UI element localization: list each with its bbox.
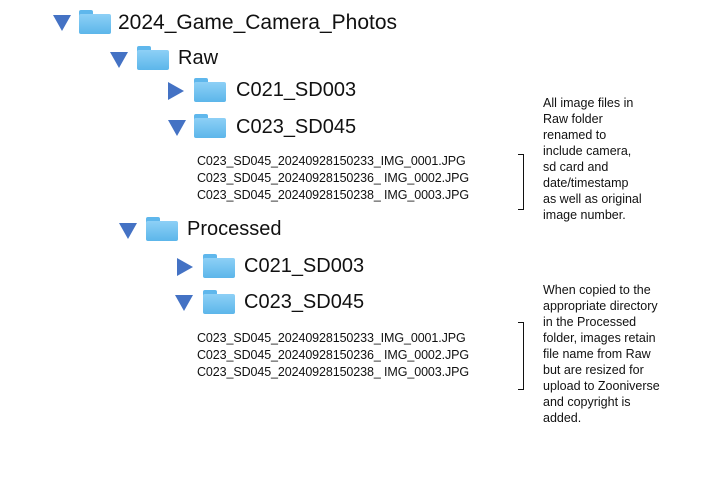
processed-note-text: When copied to the appropriate directory… (543, 283, 660, 425)
folder-icon (194, 78, 226, 102)
file-item[interactable]: C023_SD045_20240928150238_ IMG_0003.JPG (197, 365, 470, 379)
folder-icon (137, 46, 169, 70)
file-item[interactable]: C023_SD045_20240928150236_ IMG_0002.JPG (197, 348, 470, 362)
raw-folder-label[interactable]: Raw (178, 47, 219, 69)
file-item[interactable]: C023_SD045_20240928150238_ IMG_0003.JPG (197, 188, 470, 202)
collapsed-triangle-icon[interactable] (177, 258, 193, 276)
file-item[interactable]: C023_SD045_20240928150233_IMG_0001.JPG (197, 331, 466, 345)
folder-icon (79, 10, 111, 34)
raw-note-text: All image files in Raw folder renamed to… (543, 96, 642, 222)
expanded-triangle-icon[interactable] (168, 120, 186, 136)
expanded-triangle-icon[interactable] (175, 295, 193, 311)
processed-subfolder-c021-label[interactable]: C021_SD003 (244, 255, 365, 277)
folder-icon (194, 114, 226, 138)
root-folder-label[interactable]: 2024_Game_Camera_Photos (118, 11, 398, 34)
expanded-triangle-icon[interactable] (53, 15, 71, 31)
expanded-triangle-icon[interactable] (119, 223, 137, 239)
group-bracket (518, 154, 524, 210)
folder-icon (146, 217, 178, 241)
folder-icon (203, 290, 235, 314)
group-bracket (518, 322, 524, 390)
folder-icon (203, 254, 235, 278)
raw-subfolder-c021-label[interactable]: C021_SD003 (236, 79, 357, 101)
raw-subfolder-c023-label[interactable]: C023_SD045 (236, 116, 357, 138)
file-item[interactable]: C023_SD045_20240928150233_IMG_0001.JPG (197, 154, 466, 168)
file-item[interactable]: C023_SD045_20240928150236_ IMG_0002.JPG (197, 171, 470, 185)
expanded-triangle-icon[interactable] (110, 52, 128, 68)
collapsed-triangle-icon[interactable] (168, 82, 184, 100)
processed-subfolder-c023-label[interactable]: C023_SD045 (244, 291, 365, 313)
processed-folder-label[interactable]: Processed (187, 218, 282, 240)
